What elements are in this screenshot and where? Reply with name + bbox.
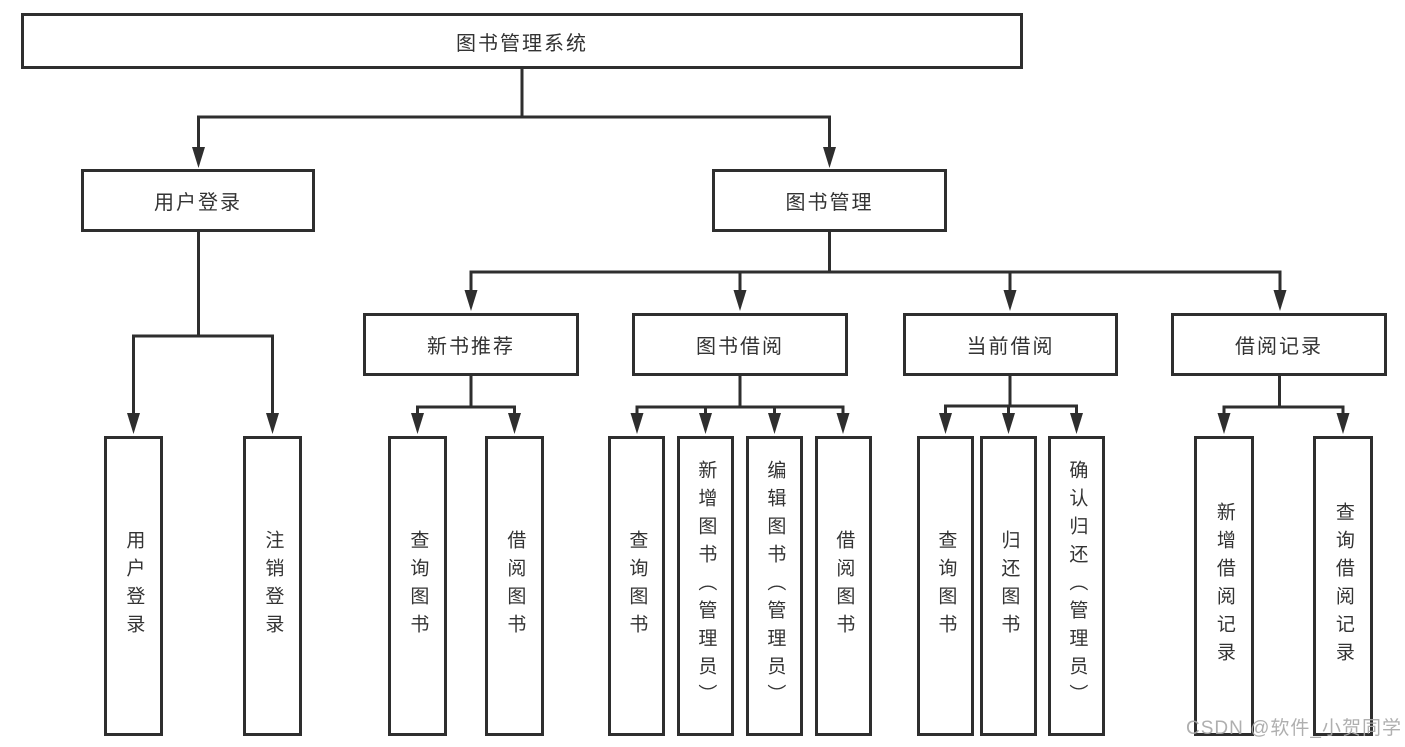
leaf-newbook-query-label: 查询图书: [407, 530, 429, 642]
leaf-current-query-label: 查询图书: [935, 530, 957, 642]
csdn-watermark: CSDN @软件_小贺同学: [1186, 718, 1402, 739]
leaf-newbook-borrow-label: 借阅图书: [504, 530, 526, 642]
leaf-borrow-add-admin: 新增图书（管理员）: [677, 436, 734, 736]
leaf-current-return: 归还图书: [980, 436, 1037, 736]
leaf-records-query-label: 查询借阅记录: [1332, 502, 1354, 670]
leaf-logout: 注销登录: [243, 436, 302, 736]
leaf-user-login-label: 用户登录: [123, 530, 145, 642]
node-book-borrow: 图书借阅: [632, 313, 848, 376]
leaf-records-query: 查询借阅记录: [1313, 436, 1373, 736]
leaf-borrow-borrow: 借阅图书: [815, 436, 872, 736]
node-root: 图书管理系统: [21, 13, 1023, 69]
arrowhead-icons: [127, 147, 1350, 434]
leaf-current-confirm-admin-label: 确认归还（管理员）: [1066, 460, 1088, 712]
leaf-borrow-query-label: 查询图书: [626, 530, 648, 642]
node-borrow-records: 借阅记录: [1171, 313, 1387, 376]
leaf-borrow-query: 查询图书: [608, 436, 665, 736]
leaf-borrow-edit-admin-label: 编辑图书（管理员）: [764, 460, 786, 712]
leaf-borrow-borrow-label: 借阅图书: [833, 530, 855, 642]
leaf-current-confirm-admin: 确认归还（管理员）: [1048, 436, 1105, 736]
leaf-newbook-query: 查询图书: [388, 436, 447, 736]
leaf-current-return-label: 归还图书: [998, 530, 1020, 642]
leaf-borrow-edit-admin: 编辑图书（管理员）: [746, 436, 803, 736]
node-new-book-recommend: 新书推荐: [363, 313, 579, 376]
leaf-records-add: 新增借阅记录: [1194, 436, 1254, 736]
node-current-borrow: 当前借阅: [903, 313, 1118, 376]
node-user-login-branch: 用户登录: [81, 169, 315, 232]
leaf-records-add-label: 新增借阅记录: [1213, 502, 1235, 670]
leaf-borrow-add-admin-label: 新增图书（管理员）: [695, 460, 717, 712]
leaf-logout-label: 注销登录: [262, 530, 284, 642]
node-book-management: 图书管理: [712, 169, 947, 232]
leaf-newbook-borrow: 借阅图书: [485, 436, 544, 736]
leaf-user-login: 用户登录: [104, 436, 163, 736]
leaf-current-query: 查询图书: [917, 436, 974, 736]
